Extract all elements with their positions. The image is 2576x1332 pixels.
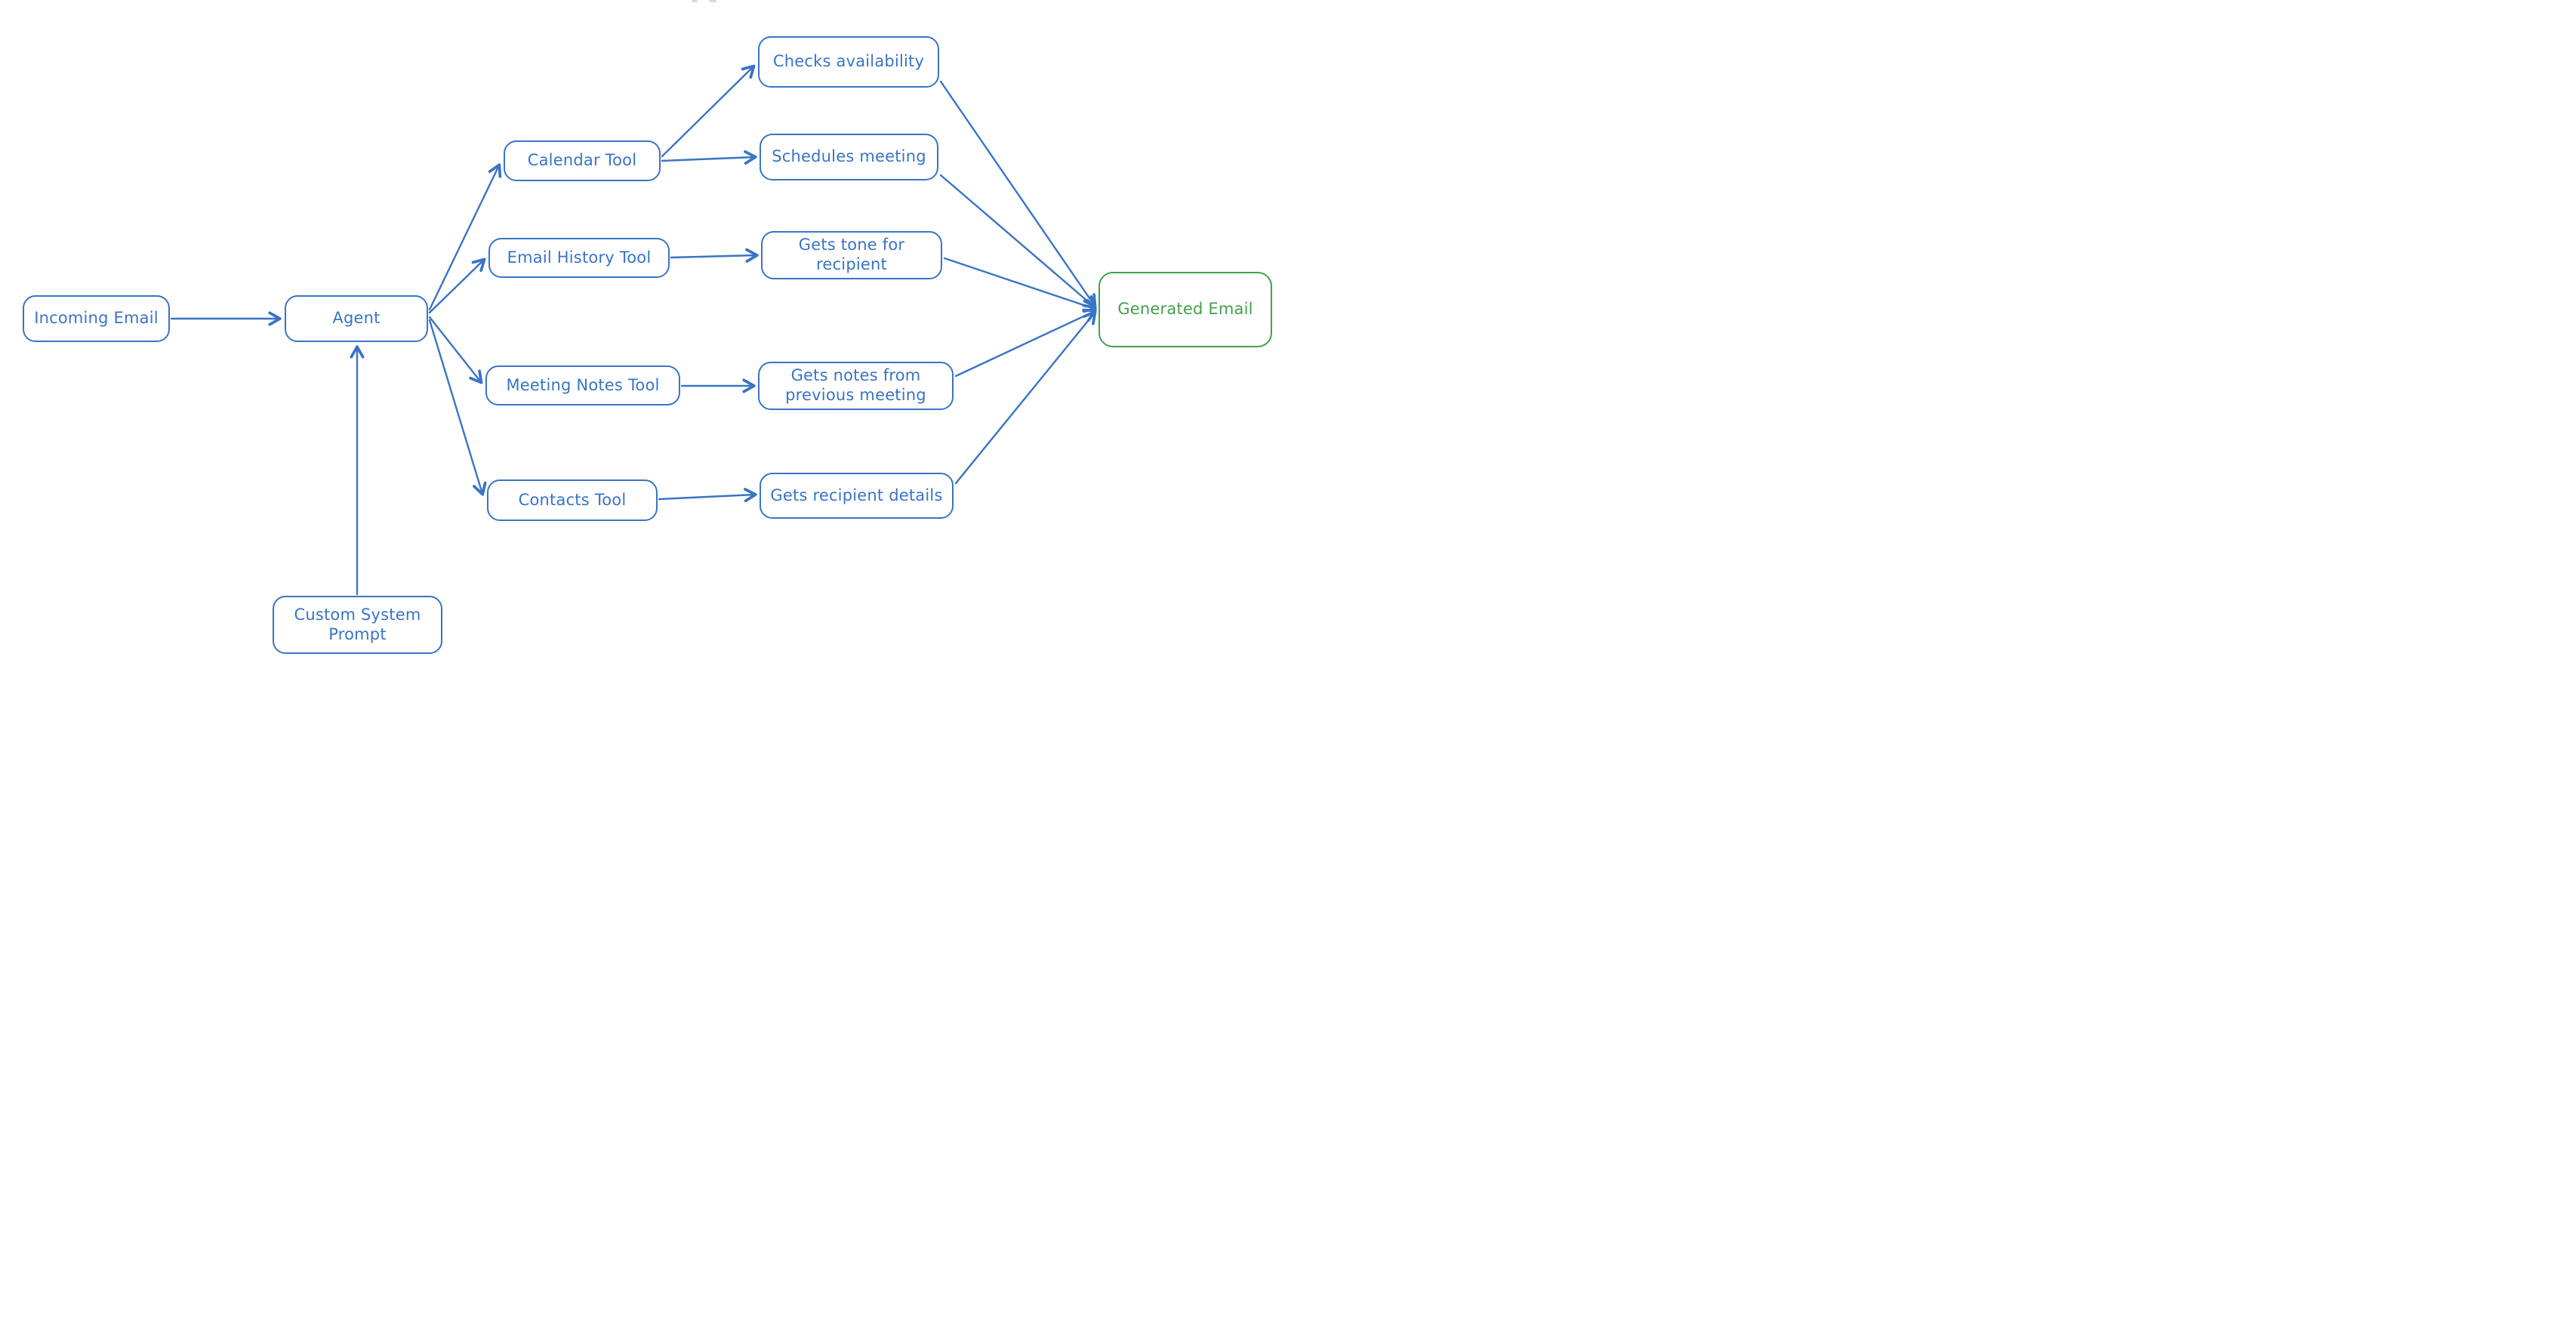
edge-calendar-tool-to-checks-availability	[661, 64, 756, 158]
edge-checks-availability-to-generated-email	[939, 80, 1097, 308]
node-meeting-notes-tool: Meeting Notes Tool	[485, 365, 680, 405]
node-incoming-email-label: Incoming Email	[34, 309, 159, 328]
node-email-history-tool: Email History Tool	[488, 238, 670, 278]
node-calendar-tool-label: Calendar Tool	[527, 151, 637, 170]
node-agent: Agent	[285, 295, 428, 342]
edge-gets-recipient-details-to-generated-email	[954, 310, 1097, 485]
top-edge-artifact	[709, 0, 716, 2]
node-checks-availability-label: Checks availability	[772, 52, 925, 71]
edge-schedules-meeting-to-generated-email	[939, 174, 1097, 310]
edge-gets-tone-for-recipient-to-generated-email	[943, 257, 1097, 313]
node-contacts-tool-label: Contacts Tool	[518, 490, 627, 509]
node-agent-label: Agent	[332, 309, 381, 328]
edge-gets-notes-from-previous-meeting-to-generated-email	[954, 308, 1097, 378]
node-schedules-meeting-label: Schedules meeting	[772, 147, 926, 166]
node-calendar-tool: Calendar Tool	[504, 140, 661, 181]
top-edge-artifact	[692, 0, 698, 2]
node-schedules-meeting: Schedules meeting	[760, 134, 938, 180]
node-gets-recipient-details-label: Gets recipient details	[770, 486, 943, 504]
edge-agent-to-meeting-notes-tool	[428, 316, 483, 384]
node-checks-availability: Checks availability	[758, 36, 939, 88]
edge-contacts-tool-to-gets-recipient-details	[658, 488, 757, 503]
node-custom-system-prompt: Custom System Prompt	[273, 596, 442, 654]
edge-layer	[170, 64, 1097, 596]
node-gets-recipient-details: Gets recipient details	[760, 473, 954, 519]
node-generated-email: Generated Email	[1098, 272, 1272, 347]
node-generated-email-label: Generated Email	[1117, 300, 1253, 319]
node-contacts-tool: Contacts Tool	[487, 479, 658, 521]
diagram-canvas: Incoming Email Agent Custom System Promp…	[0, 0, 1288, 666]
node-incoming-email: Incoming Email	[23, 295, 170, 342]
edge-agent-to-calendar-tool	[428, 163, 502, 311]
node-gets-tone-for-recipient-label: Gets tone for recipient	[798, 236, 905, 273]
node-custom-system-prompt-label: Custom System Prompt	[294, 605, 421, 643]
node-gets-tone-for-recipient: Gets tone for recipient	[761, 231, 942, 279]
node-email-history-tool-label: Email History Tool	[507, 248, 652, 267]
node-gets-notes-from-previous-meeting-label: Gets notes from previous meeting	[785, 366, 926, 404]
edge-agent-to-email-history-tool	[428, 257, 486, 314]
edge-calendar-tool-to-schedules-meeting	[661, 150, 757, 165]
edge-email-history-tool-to-gets-tone-for-recipient	[670, 248, 759, 263]
node-meeting-notes-tool-label: Meeting Notes Tool	[506, 375, 660, 394]
node-gets-notes-from-previous-meeting: Gets notes from previous meeting	[758, 362, 954, 410]
edge-agent-to-contacts-tool	[428, 319, 487, 496]
